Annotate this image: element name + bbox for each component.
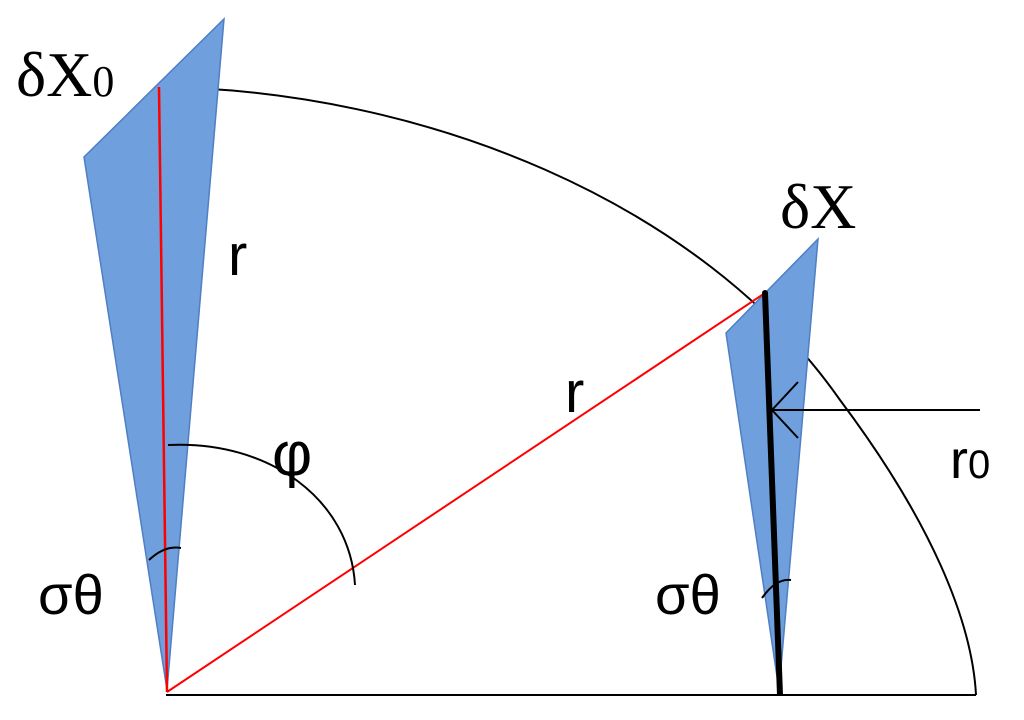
- r-left-label: r: [228, 223, 247, 288]
- left-radius-line: [157, 86, 169, 693]
- delta-x-label: δX: [780, 171, 856, 242]
- left-sigma-theta-arc: [148, 546, 182, 561]
- left-wedge: [83, 17, 225, 691]
- r0-label: r0: [950, 430, 990, 490]
- phi-angle-arc: [167, 443, 356, 586]
- r-diagonal-label: r: [565, 360, 584, 425]
- diagonal-radius-line: [166, 292, 766, 693]
- projection-line: [762, 292, 783, 696]
- sigma-theta-right-label: σθ: [655, 563, 721, 626]
- delta-x0-label: δX0: [16, 39, 114, 110]
- phi-label: φ: [272, 420, 312, 489]
- sigma-theta-left-label: σθ: [38, 563, 104, 626]
- intersection-point: [762, 290, 768, 296]
- right-sigma-theta-arc: [761, 578, 792, 599]
- r0-arrowhead: [770, 381, 799, 439]
